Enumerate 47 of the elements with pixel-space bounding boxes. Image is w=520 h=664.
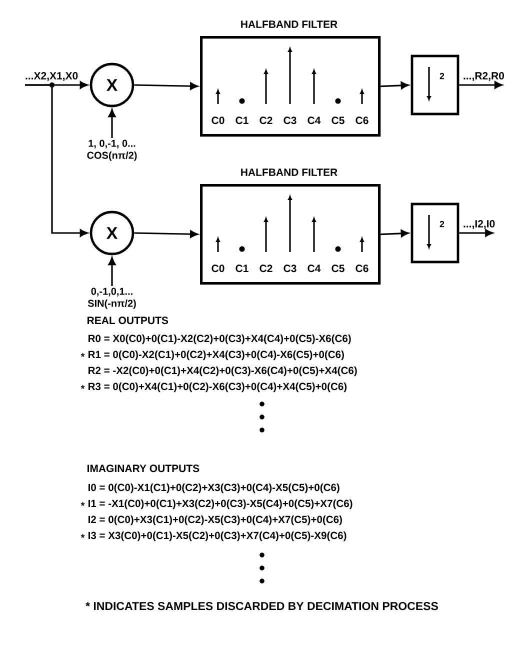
arrow [134, 230, 198, 238]
equation: I1 = -X1(C0)+0(C1)+X3(C2)+0(C3)-X5(C4)+0(C5)+X7(C6) [88, 500, 352, 510]
equation: R2 = -X2(C0)+0(C1)+X4(C2)+0(C3)-X6(C4)+0(C5)+X4(C6) [88, 366, 357, 376]
coefficient-label: C3 [284, 264, 296, 272]
filter-title: HALFBAND FILTER [241, 20, 338, 28]
coefficient-label: C4 [308, 264, 321, 272]
coefficient-label: C0 [212, 116, 224, 124]
discard-mark: * [80, 385, 85, 389]
arrow [380, 230, 409, 238]
arrow [380, 82, 409, 90]
discard-mark: * [80, 534, 85, 538]
filter-title: HALFBAND FILTER [241, 168, 338, 176]
coefficient-label: C5 [332, 264, 344, 272]
arrow [108, 109, 116, 138]
coefficient-label: C2 [260, 116, 272, 124]
equation: I3 = X3(C0)+0(C1)-X5(C2)+0(C3)+X7(C4)+0(C5)-X9(C6) [88, 532, 346, 542]
coefficient-label: C1 [236, 116, 248, 124]
equation: I2 = 0(C0)+X3(C1)+0(C2)-X5(C3)+0(C4)+X7(C5)+0(C6) [88, 516, 342, 526]
arrow [25, 84, 88, 237]
equation: R1 = 0(C0)-X2(C1)+0(C2)+X4(C3)+0(C4)-X6(C5)+0(C6) [88, 350, 344, 360]
carrier-label: 1, 0,-1, 0... COS(nπ/2) [87, 140, 137, 161]
coefficient-label: C0 [212, 264, 224, 272]
section-heading: IMAGINARY OUTPUTS [88, 464, 200, 472]
carrier-label: 0,-1,0,1... SIN(-nπ/2) [88, 288, 136, 309]
signal-label: ...,I2,I0 [464, 220, 495, 229]
coefficient-label: C6 [356, 264, 368, 272]
signal-label: ...,R2,R0 [464, 72, 504, 81]
discard-mark: * [80, 502, 85, 506]
coefficient-label: C1 [236, 264, 248, 272]
coefficient-label: C3 [284, 116, 296, 124]
coefficient-label: C2 [260, 264, 272, 272]
arrow [459, 229, 494, 237]
arrow [134, 82, 198, 90]
arrow [108, 257, 116, 286]
decimator-box: 2 [410, 54, 460, 116]
footnote: * INDICATES SAMPLES DISCARDED BY DECIMATION PROCESS [86, 602, 438, 610]
coefficient-label: C5 [332, 116, 344, 124]
equation: I0 = 0(C0)-X1(C1)+0(C2)+X3(C3)+0(C4)-X5(C5)+0(C6) [88, 484, 340, 494]
decimator-box: 2 [410, 202, 460, 264]
signal-label: ...X2,X1,X0 [26, 72, 78, 81]
discard-mark: * [80, 353, 85, 357]
equation: R3 = 0(C0)+X4(C1)+0(C2)-X6(C3)+0(C4)+X4(C5)+0(C6) [88, 382, 347, 392]
coefficient-label: C6 [356, 116, 368, 124]
arrow [459, 81, 502, 89]
equation: R0 = X0(C0)+0(C1)-X2(C2)+0(C3)+X4(C4)+0(C5)-X6(C6) [88, 334, 351, 344]
section-heading: REAL OUTPUTS [88, 316, 168, 324]
coefficient-label: C4 [308, 116, 321, 124]
